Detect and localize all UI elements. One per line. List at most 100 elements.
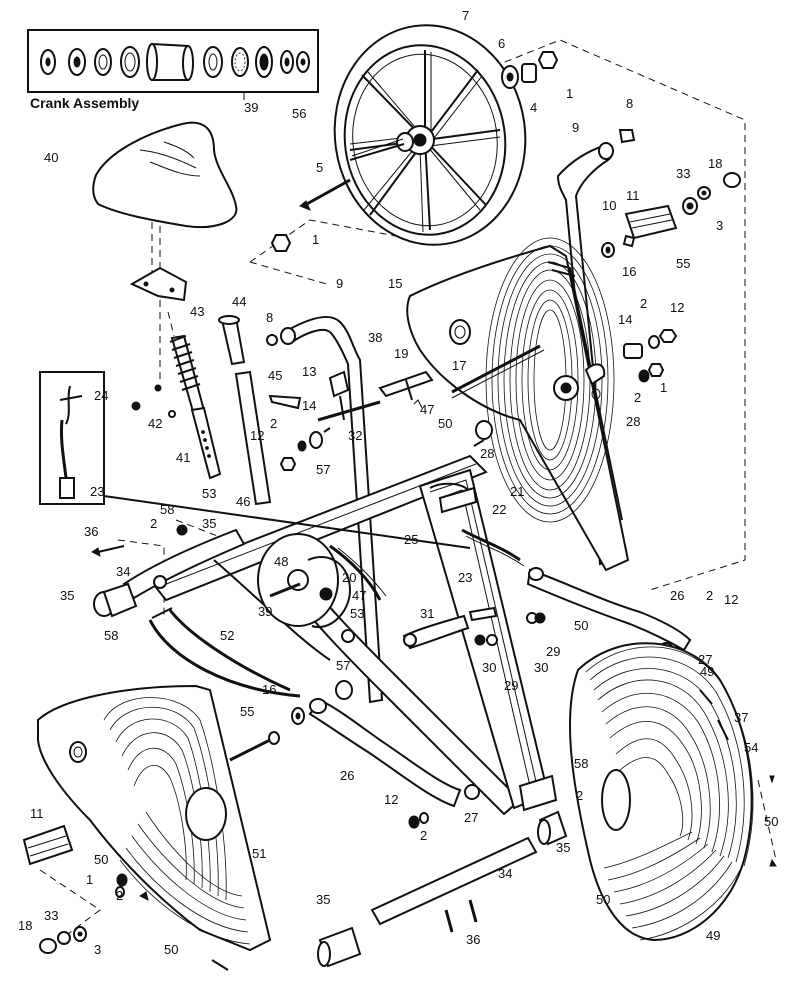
left-cage-louvers	[103, 697, 251, 945]
part-callout: 7	[462, 8, 469, 23]
seat-post	[129, 222, 222, 480]
part-callout: 52	[220, 628, 234, 643]
part-callout: 25	[404, 532, 418, 547]
part-callout: 39	[244, 100, 258, 115]
linkage-parts	[402, 606, 546, 650]
part-callout: 2	[640, 296, 647, 311]
front-stabilizer	[91, 524, 246, 618]
part-callout: 12	[384, 792, 398, 807]
part-callout: 14	[618, 312, 632, 327]
part-callout: 17	[452, 358, 466, 373]
part-callout: 54	[744, 740, 758, 755]
part-callout: 43	[190, 304, 204, 319]
part-callout: 35	[202, 516, 216, 531]
part-callout: 10	[602, 198, 616, 213]
part-callout: 50	[94, 852, 108, 867]
part-callout: 19	[394, 346, 408, 361]
part-callout: 58	[104, 628, 118, 643]
part-callout: 6	[498, 36, 505, 51]
part-callout: 28	[626, 414, 640, 429]
part-callout: 3	[716, 218, 723, 233]
handlebar-left	[280, 315, 384, 704]
part-callout: 26	[340, 768, 354, 783]
part-callout: 55	[240, 704, 254, 719]
part-callout: 23	[90, 484, 104, 499]
part-callout: 12	[724, 592, 738, 607]
rear-stabilizer	[317, 810, 568, 968]
part-callout: 2	[706, 588, 713, 603]
part-callout: 50	[438, 416, 452, 431]
part-callout: 49	[700, 664, 714, 679]
part-callout: 11	[30, 806, 44, 821]
part-callout: 50	[596, 892, 610, 907]
part-callout: 33	[676, 166, 690, 181]
part-callout: 31	[420, 606, 434, 621]
part-callout: 33	[44, 908, 58, 923]
part-callout: 57	[316, 462, 330, 477]
part-callout: 30	[534, 660, 548, 675]
part-callout: 47	[420, 402, 434, 417]
part-callout: 56	[292, 106, 306, 121]
right-fan-guard	[406, 237, 630, 572]
part-callout: 14	[302, 398, 316, 413]
flywheel	[333, 24, 527, 246]
part-callout: 1	[86, 872, 93, 887]
part-callout: 18	[708, 156, 722, 171]
part-callout: 20	[342, 570, 356, 585]
part-callout: 48	[274, 554, 288, 569]
part-callout: 50	[164, 942, 178, 957]
part-callout: 4	[530, 100, 537, 115]
part-callout: 55	[676, 256, 690, 271]
part-callout: 24	[94, 388, 108, 403]
part-callout: 49	[706, 928, 720, 943]
part-callout: 35	[60, 588, 74, 603]
left-side-hardware	[22, 707, 305, 954]
part-callout: 1	[312, 232, 319, 247]
dashed-boundaries	[39, 39, 746, 941]
part-callout: 37	[734, 710, 748, 725]
part-callout: 44	[232, 294, 246, 309]
part-callout: 41	[176, 450, 190, 465]
part-callout: 57	[336, 658, 350, 673]
part-callout: 29	[546, 644, 560, 659]
part-callout: 12	[250, 428, 264, 443]
tension-cable	[39, 371, 525, 567]
part-callout: 9	[572, 120, 579, 135]
part-callout: 13	[302, 364, 316, 379]
flywheel-hardware	[270, 51, 636, 252]
part-callout: 30	[482, 660, 496, 675]
part-callout: 53	[202, 486, 216, 501]
part-callout: 36	[84, 524, 98, 539]
left-fan-guard	[37, 684, 272, 971]
part-callout: 38	[368, 330, 382, 345]
part-callout: 2	[634, 390, 641, 405]
part-callout: 45	[268, 368, 282, 383]
part-callout: 15	[388, 276, 402, 291]
part-callout: 47	[352, 588, 366, 603]
part-callout: 2	[576, 788, 583, 803]
part-callout: 53	[350, 606, 364, 621]
crank-assembly-inset: Crank Assembly	[27, 29, 319, 111]
right-fan-cage	[569, 642, 777, 942]
part-callout: 50	[764, 814, 778, 829]
part-callout: 27	[698, 652, 712, 667]
part-callout: 18	[18, 918, 32, 933]
part-callout: 27	[464, 810, 478, 825]
part-callout: 22	[492, 502, 506, 517]
part-callout: 8	[626, 96, 633, 111]
part-callout: 3	[94, 942, 101, 957]
part-callout: 9	[336, 276, 343, 291]
part-callout: 51	[252, 846, 266, 861]
part-callout: 35	[556, 840, 570, 855]
part-callout: 28	[480, 446, 494, 461]
part-callout: 39	[258, 604, 272, 619]
part-callout: 12	[670, 300, 684, 315]
part-callout: 40	[44, 150, 58, 165]
part-callout: 16	[622, 264, 636, 279]
inset-title: Crank Assembly	[30, 95, 139, 111]
part-callout: 26	[670, 588, 684, 603]
part-callout: 21	[510, 484, 524, 499]
part-callout: 50	[574, 618, 588, 633]
